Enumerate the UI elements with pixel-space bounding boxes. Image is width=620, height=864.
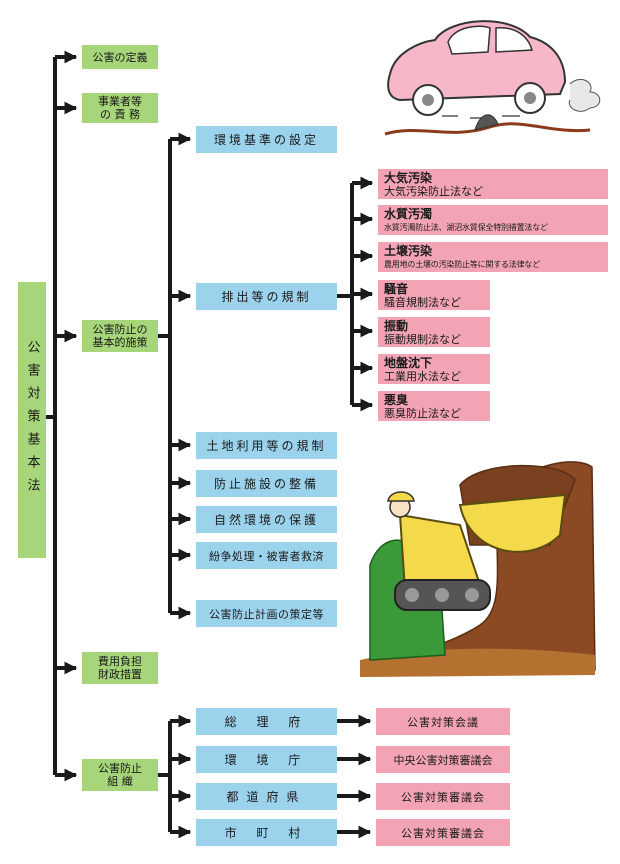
org-council-1: 公害対策会議 [376, 708, 510, 735]
measure-label: 土地利用等の規制 [206, 439, 327, 453]
regulation-title: 大気汚染 [384, 170, 433, 185]
regulation-law: 悪臭防止法など [384, 406, 461, 420]
org-agency-environment: 環 境 庁 [196, 746, 337, 773]
measure-nature-protection: 自然環境の保護 [196, 506, 337, 533]
regulation-title: 水質汚濁 [384, 206, 433, 221]
measure-label: 排出等の規制 [221, 290, 312, 304]
org-council-3: 公害対策審議会 [376, 783, 510, 810]
level1-responsibility: 事業者等 の 責 務 [82, 93, 158, 123]
measure-facilities: 防止施設の整備 [196, 470, 337, 497]
org-council-2: 中央公害対策審議会 [376, 746, 510, 773]
regulation-law: 水質汚濁防止法、湖沼水質保全特別措置法など [384, 222, 548, 232]
org-agency-prime-minister: 総 理 府 [196, 708, 337, 735]
regulation-soil: 土壌汚染 農用地の土壌の汚染防止等に関する法律など [378, 242, 608, 272]
org-council-label: 公害対策会議 [407, 715, 479, 729]
org-agency-prefecture: 都道府県 [196, 783, 337, 810]
root-label: 公害対策基本法 [24, 339, 40, 501]
level1-definition: 公害の定義 [82, 45, 158, 69]
regulation-subsidence: 地盤沈下 工業用水法など [378, 354, 490, 384]
level1-organization: 公害防止 組 織 [82, 759, 158, 791]
level1-definition-label: 公害の定義 [92, 50, 148, 64]
regulation-noise: 騒音 騒音規制法など [378, 280, 490, 310]
org-council-label: 中央公害対策審議会 [393, 753, 493, 767]
regulation-water: 水質汚濁 水質汚濁防止法、湖沼水質保全特別措置法など [378, 205, 608, 235]
measure-pollution-plan: 公害防止計画の策定等 [196, 600, 337, 627]
regulation-title: 騒音 [384, 281, 409, 296]
measure-land-use: 土地利用等の規制 [196, 432, 337, 459]
level1-cost: 費用負担 財政措置 [82, 652, 158, 684]
measure-emission-regulation: 排出等の規制 [196, 283, 337, 310]
measure-label: 環境基準の設定 [213, 133, 319, 147]
measure-label: 防止施設の整備 [213, 477, 319, 491]
regulation-title: 地盤沈下 [384, 355, 433, 370]
regulation-title: 振動 [384, 318, 409, 333]
level1-basic-measures: 公害防止の 基本的施策 [82, 320, 158, 352]
org-agency-label: 環 境 庁 [224, 753, 309, 767]
regulation-law: 工業用水法など [384, 369, 461, 383]
regulation-title: 土壌汚染 [384, 243, 433, 258]
measure-dispute-resolution: 紛争処理・被害者救済 [196, 542, 337, 569]
regulation-odor: 悪臭 悪臭防止法など [378, 391, 490, 421]
regulation-law: 農用地の土壌の汚染防止等に関する法律など [384, 259, 540, 269]
bulldozer-illustration [360, 461, 596, 677]
regulation-title: 悪臭 [384, 392, 409, 407]
org-council-label: 公害対策審議会 [401, 826, 485, 840]
regulation-air: 大気汚染 大気汚染防止法など [378, 169, 608, 199]
measure-label: 紛争処理・被害者救済 [209, 549, 324, 563]
measure-label: 公害防止計画の策定等 [209, 607, 324, 621]
org-agency-label: 総 理 府 [224, 715, 309, 729]
regulation-law: 騒音規制法など [384, 295, 461, 309]
regulation-law: 振動規制法など [384, 332, 461, 346]
measure-label: 自然環境の保護 [213, 513, 319, 527]
level1-cost-label: 費用負担 財政措置 [98, 655, 142, 681]
root-box: 公害対策基本法 [18, 282, 46, 558]
org-agency-label: 都道府県 [226, 790, 307, 804]
org-council-label: 公害対策審議会 [401, 790, 485, 804]
regulation-law: 大気汚染防止法など [384, 184, 483, 198]
org-agency-municipality: 市 町 村 [196, 819, 337, 846]
org-agency-label: 市 町 村 [224, 826, 309, 840]
car-exhaust-illustration [384, 20, 601, 136]
level1-responsibility-label: 事業者等 の 責 務 [98, 95, 142, 121]
regulation-vibration: 振動 振動規制法など [378, 317, 490, 347]
measure-environmental-standards: 環境基準の設定 [196, 126, 337, 153]
org-council-4: 公害対策審議会 [376, 819, 510, 846]
level1-basic-measures-label: 公害防止の 基本的施策 [92, 323, 148, 349]
level1-organization-label: 公害防止 組 織 [98, 762, 142, 788]
